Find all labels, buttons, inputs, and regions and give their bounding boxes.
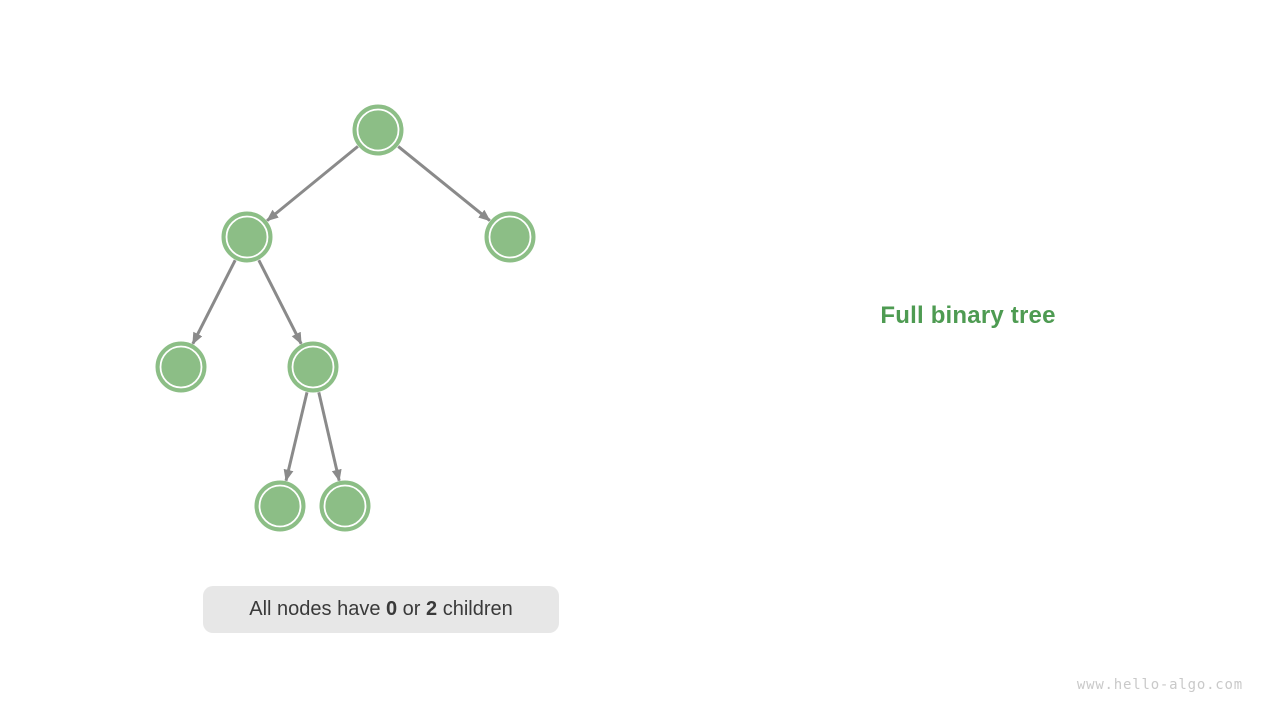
caption-text-3: children bbox=[437, 598, 513, 620]
tree-node-L bbox=[221, 211, 273, 263]
tree-edge-root-R bbox=[397, 145, 491, 222]
tree-node-R bbox=[484, 211, 536, 263]
caption-text-1: All nodes have bbox=[249, 598, 386, 620]
tree-node-root bbox=[352, 104, 404, 156]
tree-edge-L-LL bbox=[191, 259, 237, 345]
tree-node-LRR bbox=[319, 480, 371, 532]
tree-node-LR bbox=[287, 341, 339, 393]
caption-bold-two: 2 bbox=[426, 598, 438, 620]
caption-text-2: or bbox=[397, 598, 427, 620]
caption-pill: All nodes have 0 or 2 children bbox=[203, 586, 559, 633]
tree-edge-L-LR bbox=[257, 259, 303, 345]
watermark: www.hello-algo.com bbox=[1076, 677, 1243, 693]
tree-edge-LR-LRL bbox=[283, 391, 309, 482]
tree-node-LL bbox=[155, 341, 207, 393]
caption-bold-zero: 0 bbox=[386, 598, 398, 620]
tree-node-LRL bbox=[254, 480, 306, 532]
tree-edge-root-L bbox=[266, 145, 359, 222]
figure-title: Full binary tree bbox=[880, 302, 1056, 329]
tree-edge-LR-LRR bbox=[317, 391, 342, 482]
